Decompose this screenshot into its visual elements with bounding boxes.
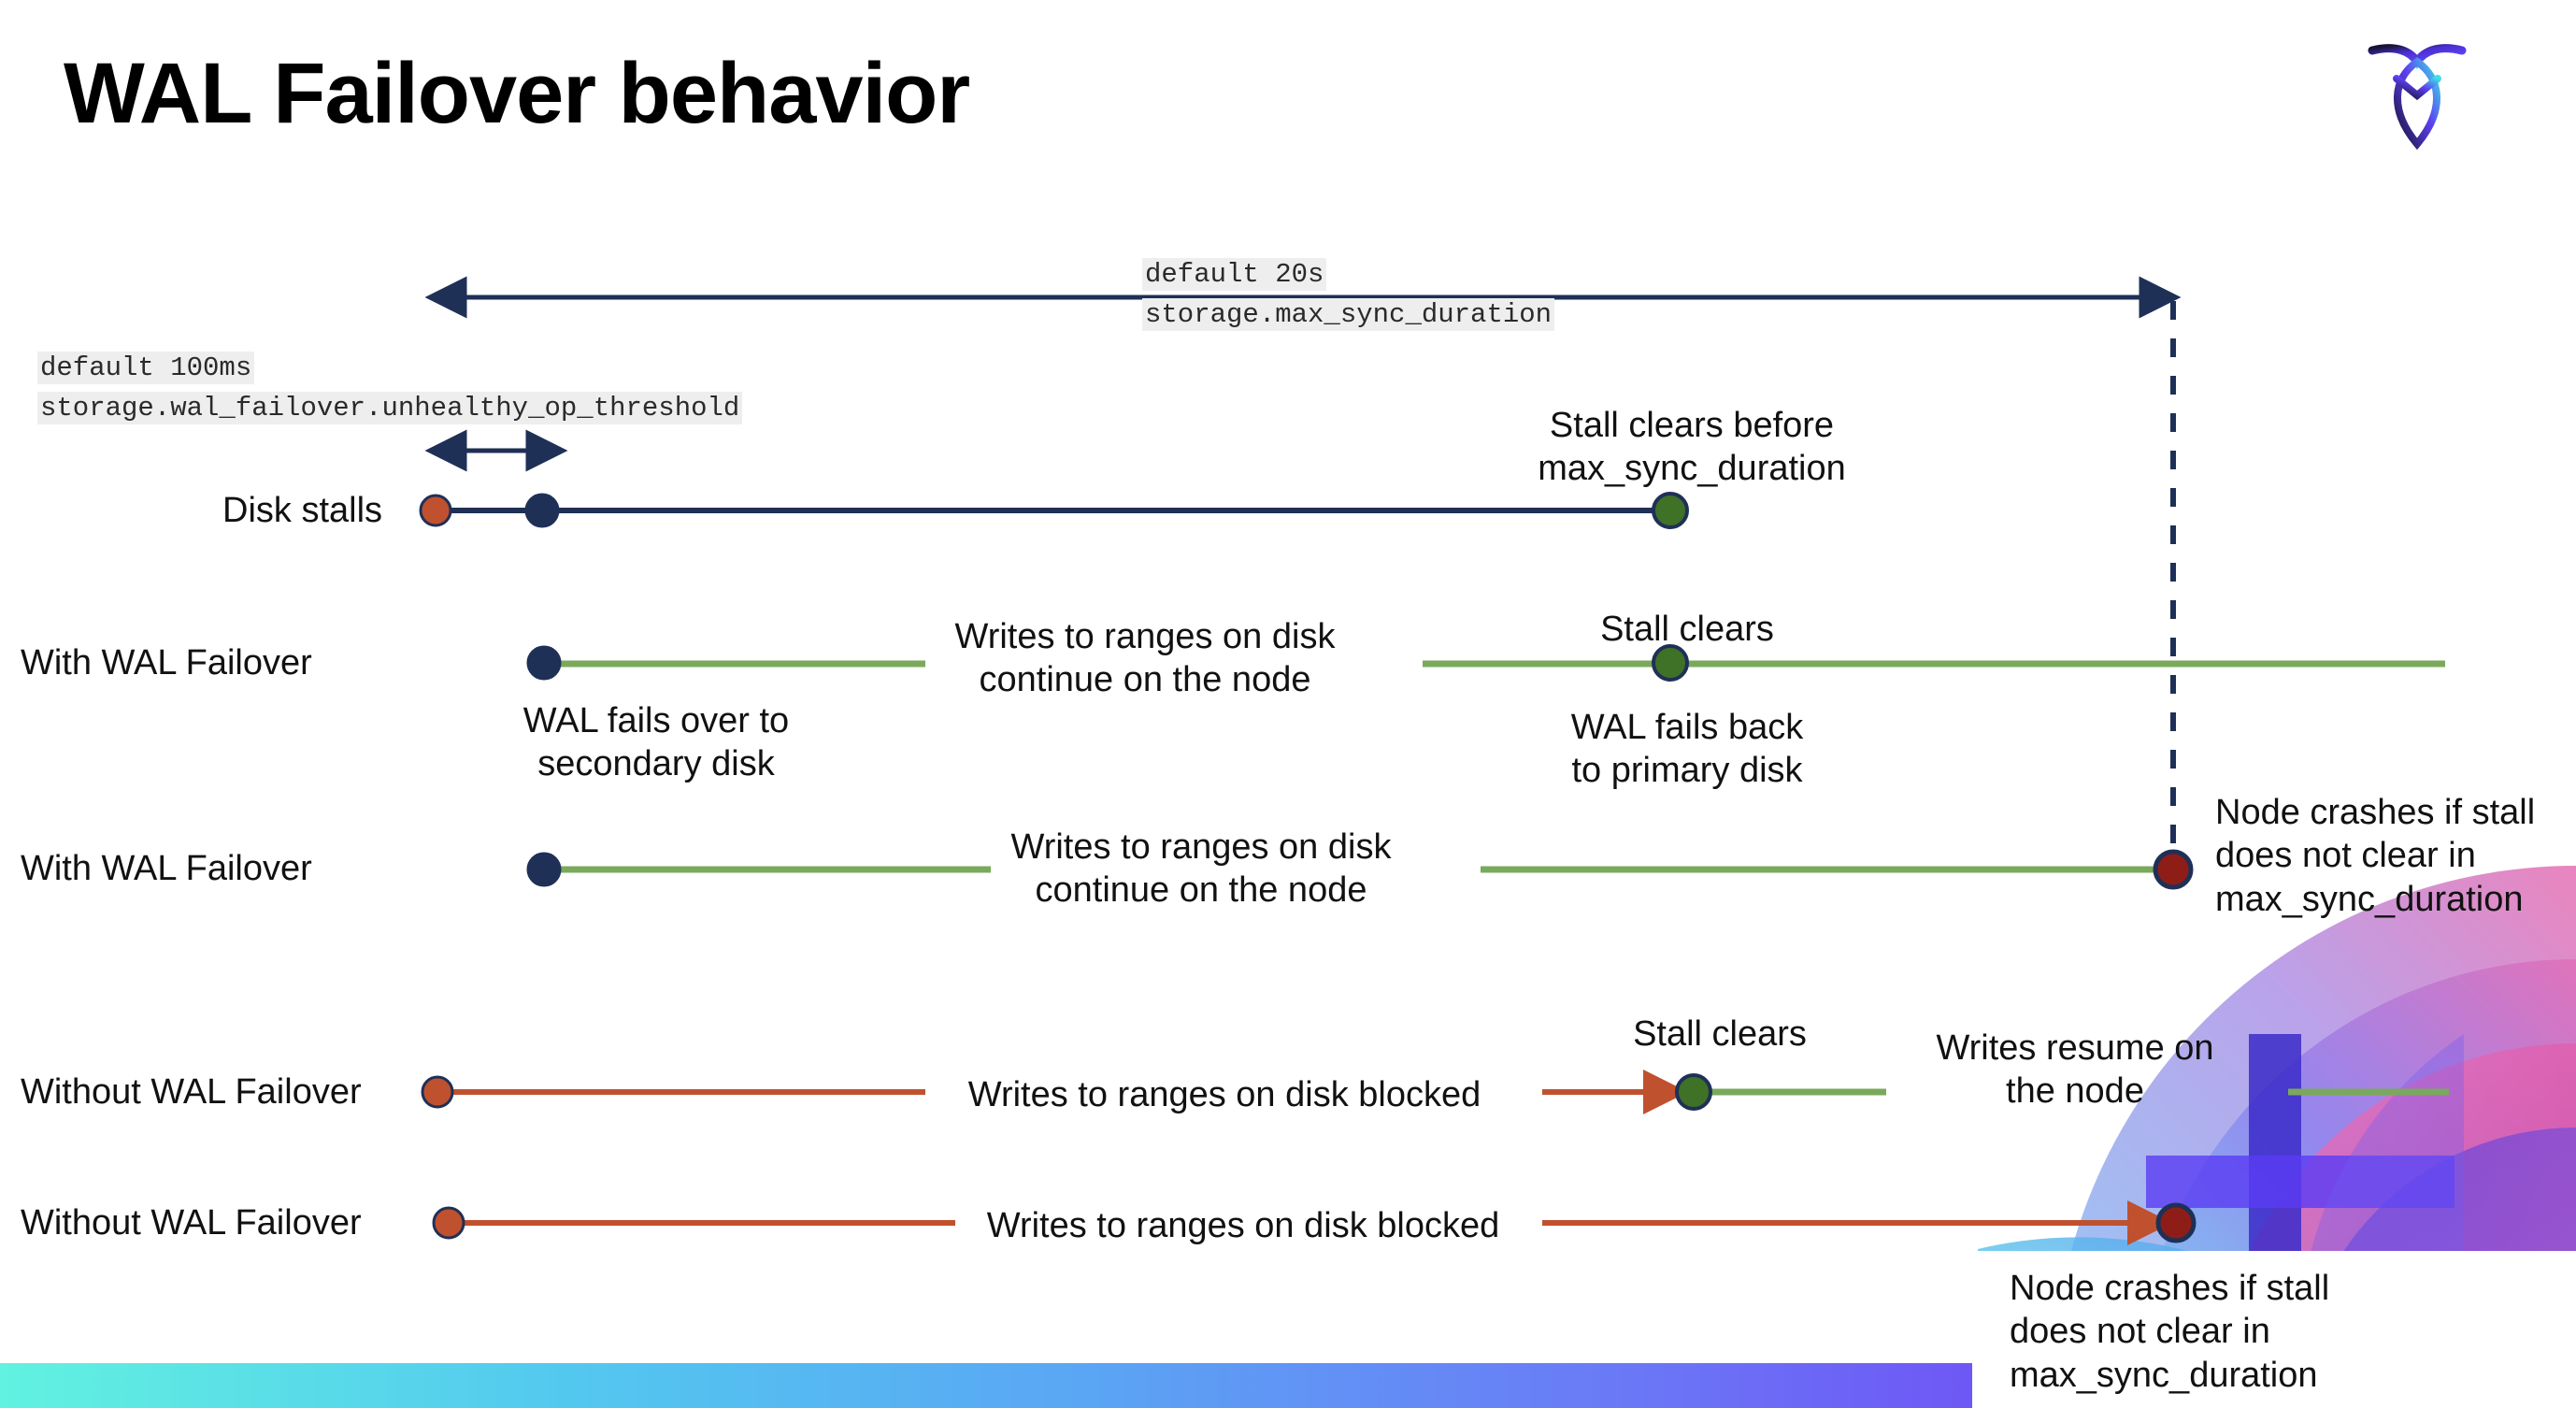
annotation-writes-continue-2: Writes to ranges on disk continue on the…	[1010, 827, 1392, 911]
row-with-wal-failover-1-track	[526, 644, 2445, 682]
annotation-node-crashes-1: Node crashes if stall does not clear in …	[2215, 793, 2536, 919]
row-disk-stalls-track	[419, 492, 1689, 529]
row-label-disk-stalls: Disk stalls	[222, 491, 383, 530]
marker-stall-clears-1	[1652, 644, 1689, 682]
annotation-writes-blocked-2: Writes to ranges on disk blocked	[986, 1206, 1500, 1245]
page-title: WAL Failover behavior	[64, 46, 970, 141]
marker-wal-fails-over-1	[526, 645, 562, 681]
annotation-node-crashes-2: Node crashes if stall does not clear in …	[2010, 1269, 2330, 1395]
cockroachdb-logo-icon	[2361, 30, 2473, 151]
marker-stall-clears-disk	[1652, 492, 1689, 529]
marker-threshold-reached	[524, 493, 560, 528]
max-sync-duration-setting-chip: default 20s storage.max_sync_duration	[1142, 254, 1555, 335]
annotation-wal-fails-over: WAL fails over to secondary disk	[522, 701, 790, 784]
annotation-stall-clears-before: Stall clears before max_sync_duration	[1538, 406, 1846, 489]
max-sync-duration-name: storage.max_sync_duration	[1142, 298, 1555, 331]
marker-node-crash-2	[2155, 1202, 2197, 1243]
row-label-with-wal-failover-1: With WAL Failover	[21, 643, 312, 682]
unhealthy-op-threshold-default: default 100ms	[37, 352, 255, 384]
row-label-with-wal-failover-2: With WAL Failover	[21, 849, 312, 888]
row-label-without-wal-failover-2: Without WAL Failover	[21, 1203, 362, 1243]
annotation-writes-continue-1: Writes to ranges on disk continue on the…	[954, 617, 1336, 700]
marker-node-crash-1	[2153, 849, 2194, 890]
annotation-stall-clears-1: Stall clears	[1600, 610, 1774, 649]
row-without-wal-failover-2-track	[432, 1200, 2197, 1245]
node-crash-callout-box	[1972, 1251, 2576, 1408]
marker-stall-begin	[419, 494, 452, 527]
row-label-without-wal-failover-1: Without WAL Failover	[21, 1072, 362, 1112]
marker-stall-begin-without-1	[421, 1075, 454, 1109]
annotation-stall-clears-2: Stall clears	[1633, 1014, 1807, 1054]
annotation-writes-blocked-1: Writes to ranges on disk blocked	[967, 1075, 1481, 1114]
row-without-wal-failover-1-track	[421, 1070, 2449, 1114]
row-with-wal-failover-2-track	[526, 849, 2194, 890]
marker-stall-clears-2	[1675, 1073, 1712, 1111]
annotation-writes-resume: Writes resume on the node	[1936, 1028, 2214, 1112]
unhealthy-op-threshold-setting-chip: default 100ms storage.wal_failover.unhea…	[37, 348, 743, 428]
marker-wal-fails-over-2	[526, 852, 562, 887]
max-sync-duration-default: default 20s	[1142, 258, 1327, 291]
marker-stall-begin-without-2	[432, 1206, 465, 1240]
unhealthy-op-threshold-name: storage.wal_failover.unhealthy_op_thresh…	[37, 392, 743, 424]
annotation-wal-fails-back: WAL fails back to primary disk	[1570, 708, 1804, 791]
